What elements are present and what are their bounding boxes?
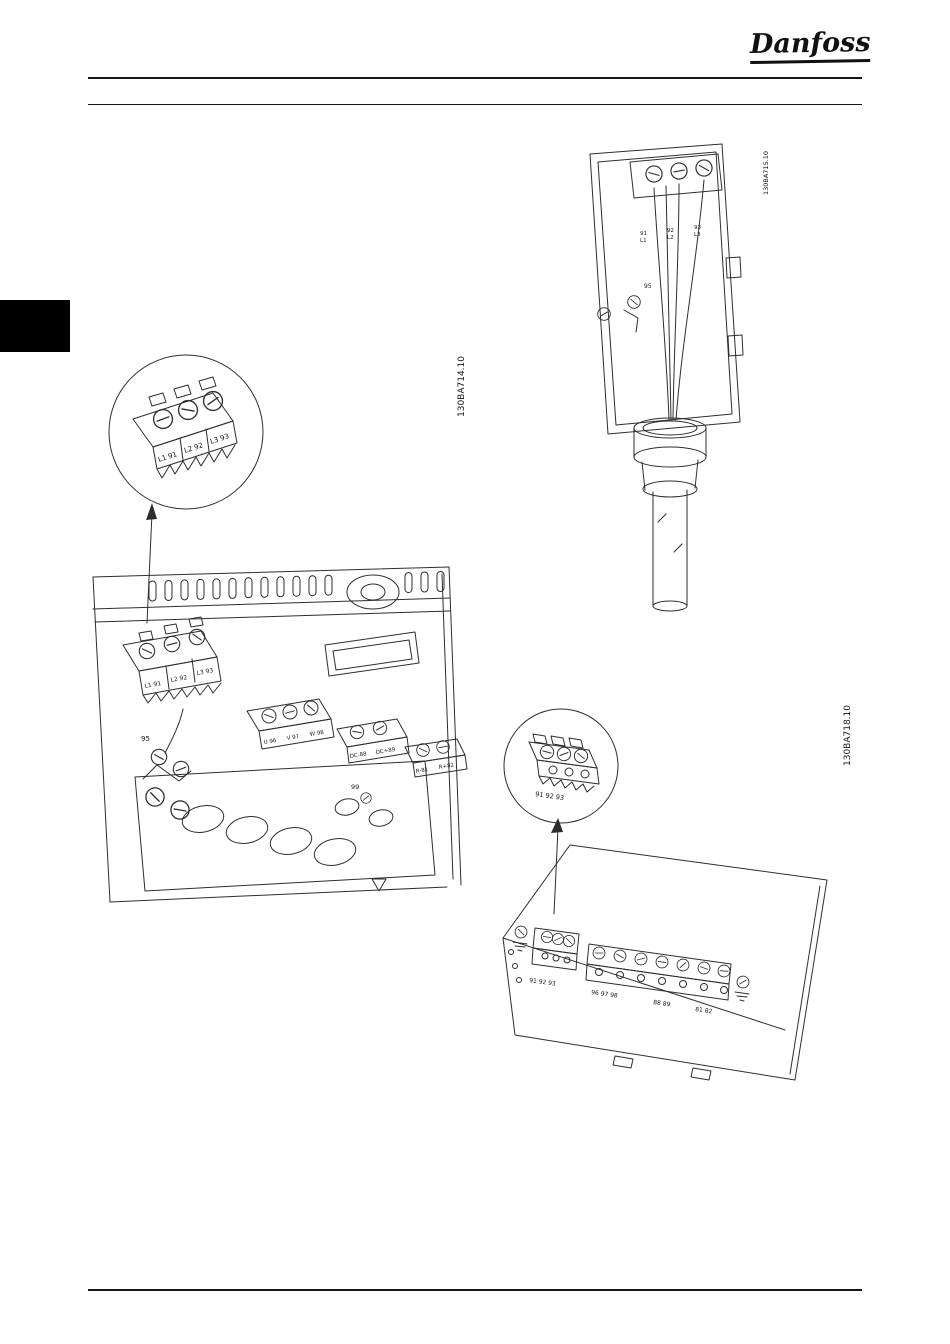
callout-circle: 91 92 93 (503, 708, 619, 824)
figure-mains-connection-b1: 130BA714.10 L1 91 L2 92 L3 93 (92, 354, 468, 903)
drive-chassis (92, 566, 462, 903)
terminal-labels: 91 L1 92 L2 93 L3 (640, 225, 701, 244)
cable-gland (633, 417, 707, 498)
danfoss-logo: Danfoss (750, 27, 871, 65)
callout-circle: L1 91 L2 92 L3 93 (108, 354, 264, 510)
figure-mains-cable-gland: 130BA715.10 91 L1 92 L2 93 L3 95 (589, 143, 770, 612)
callout-terminal-L3-93: L3 93 (209, 432, 230, 446)
figure-code-label: 130BA718.10 (843, 705, 853, 766)
terminal-strip: 96 97 98 88 89 81 82 (585, 943, 732, 1015)
brake-terminals-81-82: 81 82 (695, 1006, 713, 1015)
ground-terminal: 95 (141, 735, 192, 782)
ground-95-label: 95 (141, 735, 150, 743)
mains-terminal-block: L1 91 L2 92 L3 93 (122, 616, 222, 754)
motor-terminal-U-96: U 96 (263, 738, 277, 746)
mains-terminal-block: 91 92 93 (529, 927, 580, 988)
section-edge-tab (0, 300, 70, 352)
callout-terminal-L2-92: L2 92 (183, 441, 204, 455)
callout-arrow (551, 818, 563, 915)
terminal-L1-label: L1 (640, 238, 647, 244)
motor-terminals-96-97-98: 96 97 98 (591, 989, 619, 1000)
aux-terminal-99-label: 99 (351, 783, 359, 791)
dc-terminals-88-89: 88 89 (653, 999, 671, 1008)
terminal-L2-label: L2 (667, 235, 674, 241)
header-rule-top (88, 77, 862, 79)
terminal-91-label: 91 (640, 231, 647, 237)
callout-terminals-91-92-93: 91 92 93 (535, 790, 565, 802)
terminal-L3-label: L3 (694, 232, 701, 238)
terminal-92-label: 92 (667, 228, 674, 234)
motor-terminal-W-98: W 98 (309, 730, 324, 738)
ground-lug-right (734, 973, 752, 1002)
brake-terminal-82: R+82 (438, 763, 454, 771)
ground-terminal: 95 (623, 283, 652, 333)
brake-terminal-block: R-81 R+82 (404, 738, 468, 778)
ventilation-slots (148, 571, 445, 602)
footer-rule (88, 1289, 862, 1291)
mains-terminal-L1-91: L1 91 (144, 680, 162, 690)
header-rule-bottom (88, 104, 862, 105)
terminal-93-label: 93 (694, 225, 701, 231)
ground-lug-left (512, 923, 530, 952)
mains-cable (652, 489, 688, 612)
figure-mains-connection-b4: 130BA718.10 91 92 93 (502, 705, 853, 1081)
mains-terminals-label: 91 92 93 (529, 977, 557, 988)
brake-terminal-81: R-81 (415, 767, 428, 775)
dc-terminal-block: DC-88 DC+89 (336, 718, 410, 764)
motor-terminal-block: U 96 V 97 W 98 (246, 697, 335, 750)
dc-terminal-89: DC+89 (375, 747, 396, 756)
figure-code-label: 130BA715.10 (762, 151, 770, 195)
dc-terminal-88: DC-88 (349, 751, 367, 760)
mounting-panel (589, 143, 744, 435)
callout-terminal-L1-91: L1 91 (157, 450, 178, 464)
gland-plate: 99 (134, 760, 436, 892)
mains-terminal-L3-93: L3 93 (196, 667, 214, 677)
drive-body (502, 844, 828, 1081)
mains-terminal-block (629, 153, 723, 199)
motor-terminal-V-97: V 97 (286, 734, 300, 742)
figure-code-label: 130BA714.10 (457, 356, 467, 417)
ground-95-label: 95 (644, 283, 652, 290)
phase-wires (653, 179, 705, 421)
callout-arrow (146, 503, 157, 624)
mains-terminal-L2-92: L2 92 (170, 674, 188, 684)
